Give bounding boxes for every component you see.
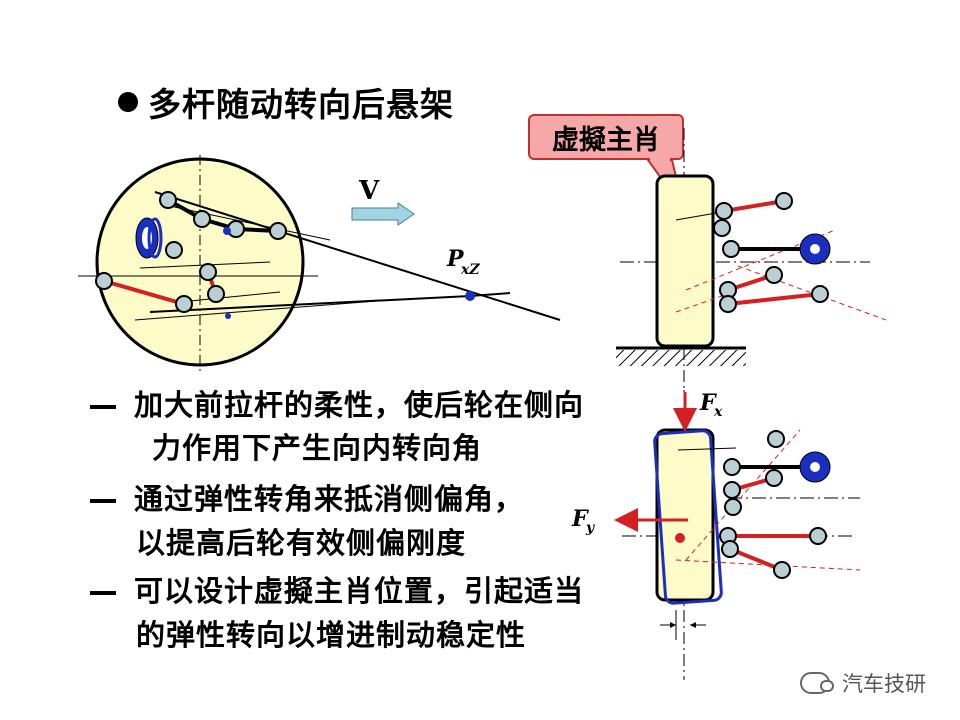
force-y-label: F [571, 506, 589, 532]
side-view-group [78, 155, 561, 372]
bullet-dash-icon [90, 405, 116, 409]
instant-center-point [465, 291, 475, 301]
force-x-label: F [699, 390, 717, 416]
rear-wheel-top [655, 174, 715, 348]
velocity-arrow [351, 202, 415, 226]
ground-hatch [616, 350, 746, 366]
bullet-2-line-2: 以提高后轮有效侧偏刚度 [136, 526, 467, 560]
bullet-dash-icon [90, 499, 116, 503]
bullet-3-line-2: 的弹性转向以增进制动稳定性 [136, 618, 527, 652]
slide-title: 多杆随动转向后悬架 [118, 78, 454, 126]
instant-center-label: P [446, 246, 465, 272]
bullet-1-line-1: 加大前拉杆的柔性，使后轮在侧向 [90, 382, 584, 424]
rear-view-bottom-group [614, 390, 861, 680]
bullet-dash-icon [90, 591, 116, 595]
virtual-kingpin-callout: 虚擬主肖 [528, 114, 684, 160]
bullet-3-line-1: 可以设计虚擬主肖位置，引起适当 [90, 568, 584, 610]
bullet-2-line-1: 通过弹性转角来抵消侧偏角， [90, 476, 524, 518]
wechat-icon [800, 672, 834, 694]
rear-view-top-group [616, 128, 887, 390]
contact-point [675, 533, 685, 543]
watermark-text: 汽车技研 [842, 672, 926, 696]
bullet-1-line-2: 力作用下产生向内转向角 [152, 431, 483, 465]
force-y-subscript: y [585, 520, 595, 536]
watermark: 汽车技研 [800, 668, 926, 698]
velocity-label: V [358, 176, 380, 206]
instant-center-subscript: xZ [460, 262, 480, 278]
force-x-subscript: x [713, 404, 723, 420]
title-bullet-icon [118, 92, 138, 112]
slide-title-text: 多杆随动转向后悬架 [148, 85, 454, 124]
